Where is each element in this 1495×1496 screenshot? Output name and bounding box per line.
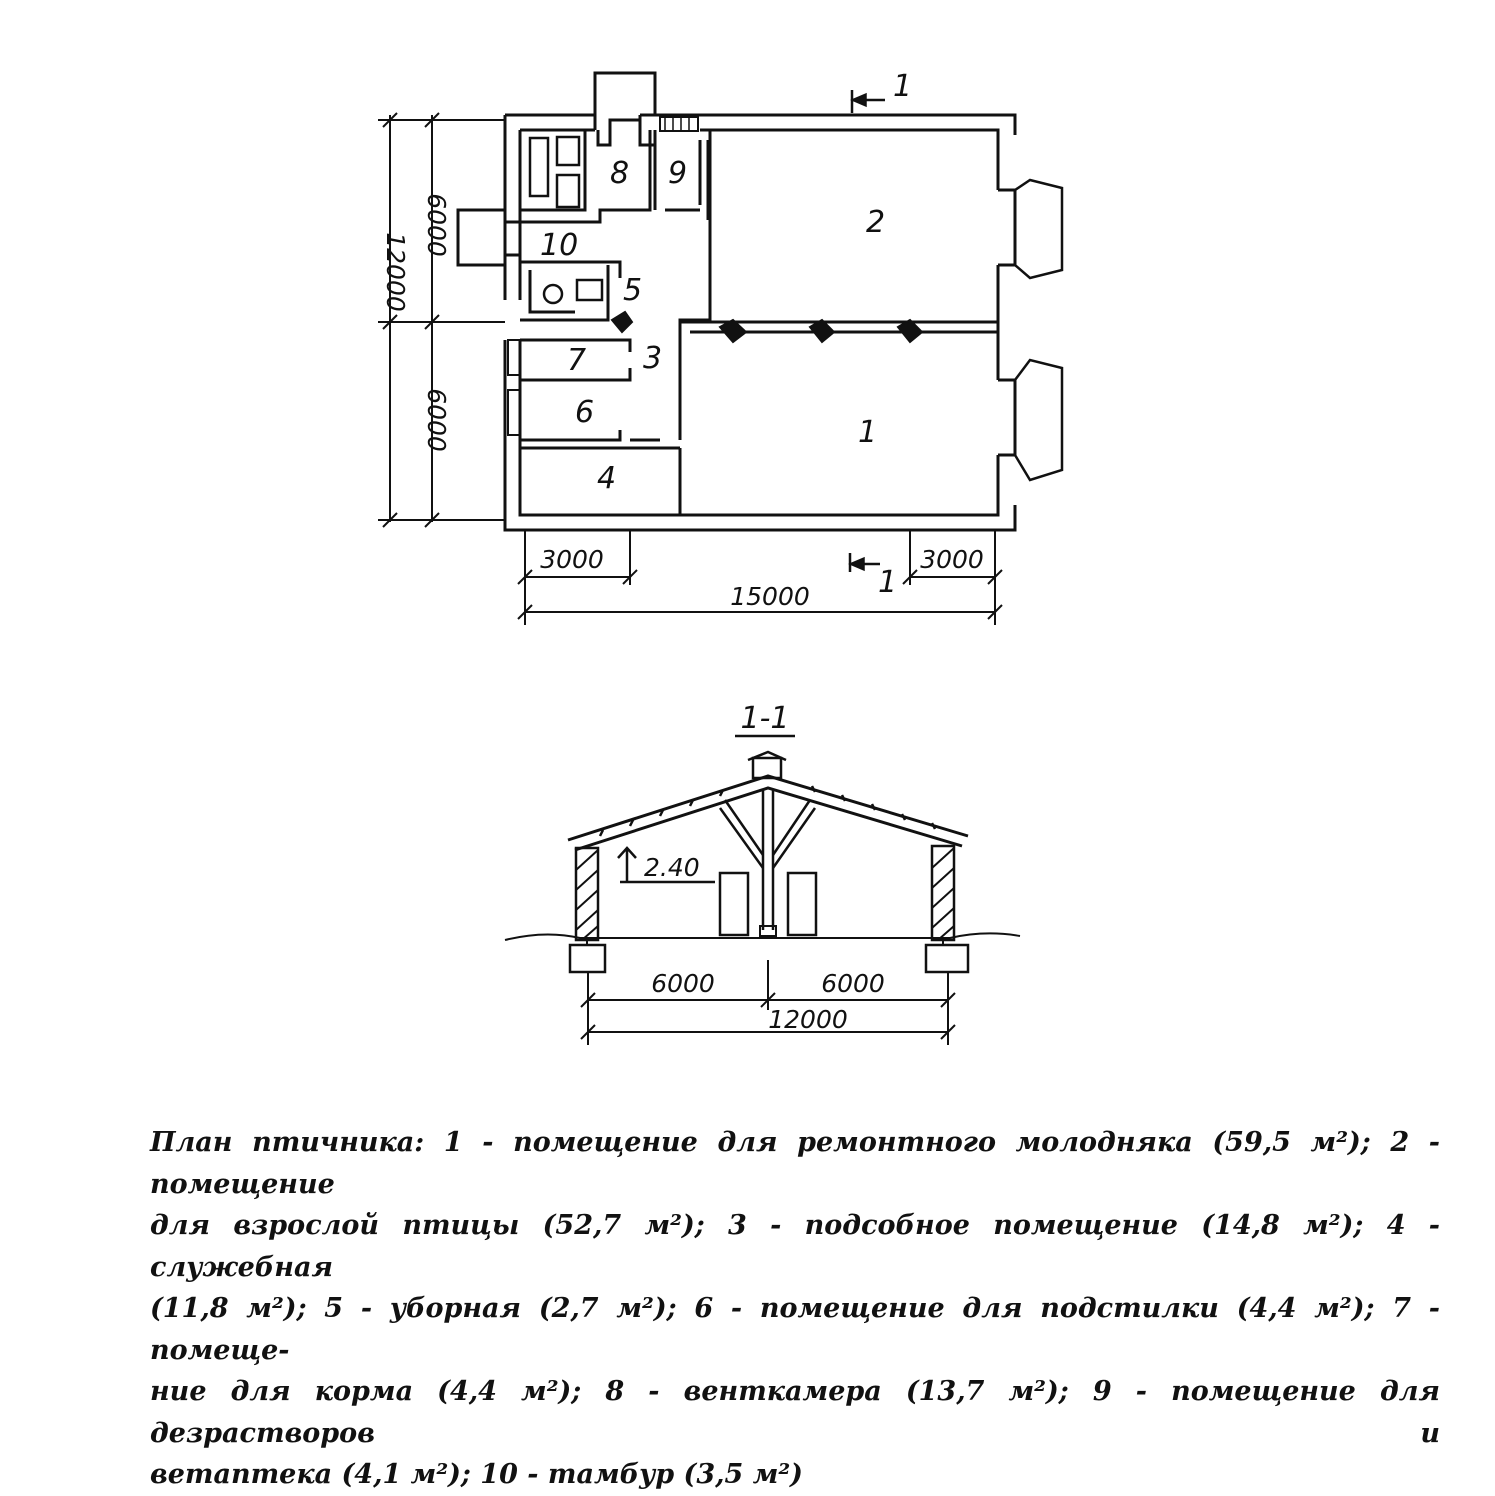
feeder-marker-2 — [808, 318, 836, 344]
dim-lower-half: 6000 — [422, 388, 451, 452]
toilet-walls — [520, 260, 622, 322]
room-label-8: 8 — [610, 156, 629, 191]
ridge-vent — [751, 756, 783, 780]
right-yard-bottom — [1013, 358, 1064, 482]
room-label-5: 5 — [623, 273, 642, 308]
dim-horizontal-ticks — [517, 569, 1003, 620]
section-cut-bottom-arrow — [848, 556, 865, 572]
right-yard-top — [1014, 178, 1064, 280]
plan-labels: 12000 6000 6000 3000 3000 15000 1 1 1 2 … — [381, 69, 984, 611]
ridge-vent-cap — [747, 750, 787, 762]
strut-left — [718, 799, 765, 869]
dim-total-width: 15000 — [730, 582, 810, 611]
room8-walls — [520, 118, 655, 224]
height-mark-line — [617, 846, 715, 884]
wall-right-hatch — [931, 847, 955, 941]
caption-line-5: ветаптека (4,1 м²); 10 - тамбур (3,5 м²) — [150, 1459, 803, 1490]
stair-landing — [659, 116, 699, 132]
section-dim-ticks — [580, 992, 956, 1040]
partition-3 — [678, 130, 712, 515]
roof-lower — [574, 786, 963, 852]
section-title: 1-1 — [741, 701, 790, 736]
room8-box-2 — [555, 135, 581, 167]
section-dim-lines — [587, 960, 949, 1045]
toilet-marker — [610, 310, 634, 334]
feeder-marker-1 — [718, 318, 748, 344]
central-post — [761, 790, 775, 930]
section-mark-top: 1 — [893, 69, 912, 104]
stair-steps — [664, 117, 690, 131]
outer-wall-outer-line — [503, 113, 1017, 532]
section-labels: 1-1 2.40 6000 6000 12000 — [644, 701, 885, 1034]
foundation-right — [924, 943, 970, 974]
dim-total-height: 12000 — [381, 232, 410, 312]
room7-6-walls — [520, 338, 660, 442]
floor-plan — [378, 71, 1064, 625]
room-label-3: 3 — [643, 341, 662, 376]
section-dim-total: 12000 — [768, 1005, 848, 1034]
ground-line — [504, 932, 1021, 941]
cage-right — [786, 871, 818, 937]
room8-box-3 — [555, 173, 581, 209]
roof-purlins — [598, 785, 937, 837]
room-label-7: 7 — [567, 343, 586, 378]
caption-line-3: (11,8 м²); 5 - уборная (2,7 м²); 6 - пом… — [150, 1293, 1440, 1366]
dim-vertical-ticks — [382, 112, 440, 528]
section-cut-top-arrow — [850, 92, 867, 108]
dim-upper-half: 6000 — [422, 193, 451, 257]
cage-left — [718, 871, 750, 937]
figure-caption: План птичника: 1 - помещение для ремонтн… — [150, 1122, 1440, 1496]
foundation-links — [586, 940, 944, 945]
strut-right — [771, 799, 817, 869]
post-base — [759, 925, 777, 937]
cross-section — [504, 734, 1021, 1045]
room-label-9: 9 — [668, 156, 687, 191]
feeder-marker-3 — [896, 318, 924, 344]
foundation-left — [568, 943, 607, 974]
right-wall-piers — [998, 188, 1015, 457]
section-dim-left: 6000 — [651, 969, 715, 998]
caption-line-4: ние для корма (4,4 м²); 8 - венткамера (… — [150, 1376, 1440, 1449]
room-label-4: 4 — [597, 461, 616, 496]
dim-right-bay: 3000 — [920, 545, 984, 574]
floor-plan-and-section-drawing: 12000 6000 6000 3000 3000 15000 1 1 1 2 … — [378, 69, 1064, 1045]
toilet-sink — [575, 278, 604, 302]
room-label-2: 2 — [866, 205, 885, 240]
room-label-10: 10 — [540, 228, 578, 263]
section-dim-right: 6000 — [821, 969, 885, 998]
room8-box-1 — [528, 136, 550, 198]
caption-line-2: для взрослой птицы (52,7 м²); 3 - подсоб… — [150, 1210, 1440, 1283]
window-left-1 — [507, 339, 521, 376]
vestibule-protrusion — [456, 208, 520, 267]
dim-left-bay: 3000 — [540, 545, 604, 574]
wall-left-hatch — [575, 849, 599, 941]
toilet-fixture — [542, 283, 564, 305]
room-label-1: 1 — [858, 415, 877, 450]
roof-upper — [567, 774, 969, 842]
dim-vertical-lines — [378, 115, 505, 522]
caption-line-1: План птичника: 1 - помещение для ремонтн… — [150, 1127, 1440, 1200]
section-mark-bottom: 1 — [878, 565, 897, 600]
height-mark-label: 2.40 — [644, 853, 700, 882]
room9-walls — [653, 130, 710, 220]
window-left-2 — [507, 389, 521, 436]
room-label-6: 6 — [575, 395, 594, 430]
